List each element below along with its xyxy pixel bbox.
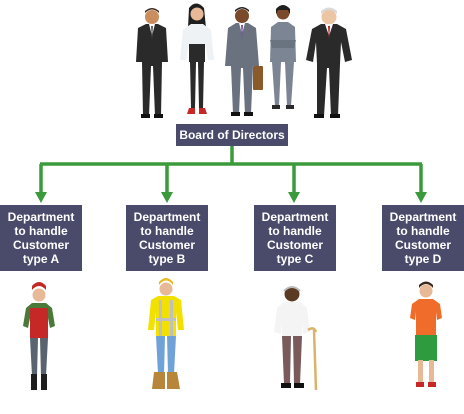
board-of-directors-label: Board of Directors [179, 128, 285, 142]
director-5-icon [306, 7, 352, 118]
directors-group-icon [136, 3, 352, 118]
department-b-box: Department to handle Customer type B [126, 205, 208, 271]
arrowheads [35, 192, 427, 203]
department-c-box: Department to handle Customer type C [254, 205, 336, 271]
department-a-box: Department to handle Customer type A [0, 205, 82, 271]
department-c-label: Department to handle Customer type C [261, 210, 329, 266]
director-1-icon [136, 8, 168, 118]
board-of-directors-box: Board of Directors [176, 124, 288, 146]
director-4-icon [270, 5, 296, 109]
arrow-d-icon [415, 192, 427, 203]
connector-lines [39, 146, 423, 194]
department-d-box: Department to handle Customer type D [382, 205, 464, 271]
customer-d-icon [410, 281, 442, 387]
customer-b-icon [148, 278, 184, 389]
director-3-icon [225, 7, 263, 116]
director-2-icon [180, 3, 214, 114]
department-d-label: Department to handle Customer type D [389, 210, 457, 266]
customer-c-icon [274, 286, 318, 391]
customer-a-icon [23, 282, 55, 390]
department-b-label: Department to handle Customer type B [133, 210, 201, 266]
department-a-label: Department to handle Customer type A [7, 210, 75, 266]
arrow-a-icon [35, 192, 47, 203]
arrow-b-icon [161, 192, 173, 203]
arrow-c-icon [288, 192, 300, 203]
